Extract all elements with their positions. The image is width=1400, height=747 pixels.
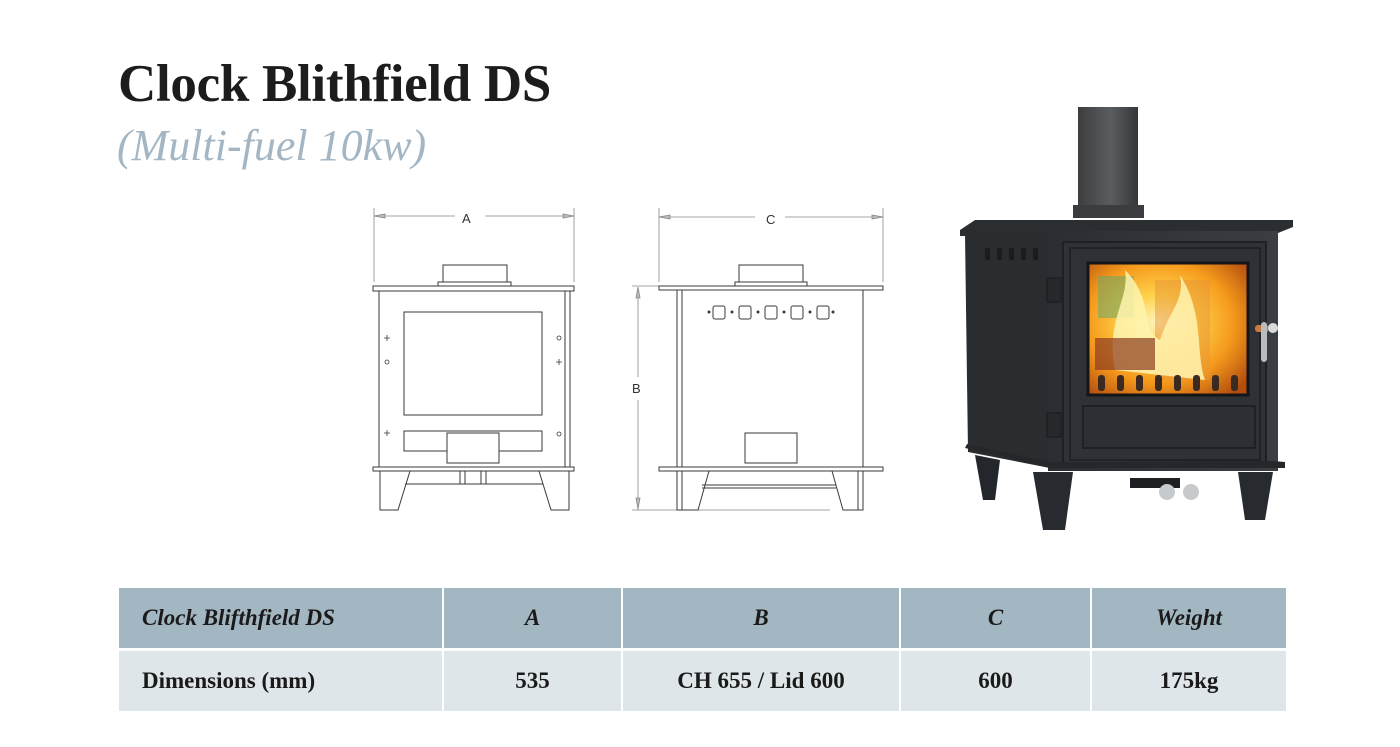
header-b: B [623, 588, 901, 651]
page-title: Clock Blithfield DS [118, 55, 552, 113]
value-a: 535 [444, 651, 623, 711]
table-row: Dimensions (mm) 535 CH 655 / Lid 600 600… [119, 651, 1286, 711]
value-weight: 175kg [1092, 651, 1286, 711]
specifications-table: Clock Blifthfield DS A B C Weight Dimens… [119, 588, 1286, 711]
value-b: CH 655 / Lid 600 [623, 651, 901, 711]
row-label: Dimensions (mm) [119, 651, 444, 711]
value-c: 600 [901, 651, 1092, 711]
dimension-b-label: B [632, 381, 641, 396]
stove-photo [955, 100, 1300, 530]
page-subtitle: (Multi-fuel 10kw) [117, 121, 427, 170]
table-header-row: Clock Blifthfield DS A B C Weight [119, 588, 1286, 651]
header-c: C [901, 588, 1092, 651]
side-view-drawing: C B [620, 200, 900, 520]
front-view-drawing: A [365, 200, 585, 520]
header-weight: Weight [1092, 588, 1286, 651]
header-model: Clock Blifthfield DS [119, 588, 444, 651]
dimension-c-label: C [766, 212, 775, 227]
header-a: A [444, 588, 623, 651]
dimension-a-label: A [462, 211, 471, 226]
